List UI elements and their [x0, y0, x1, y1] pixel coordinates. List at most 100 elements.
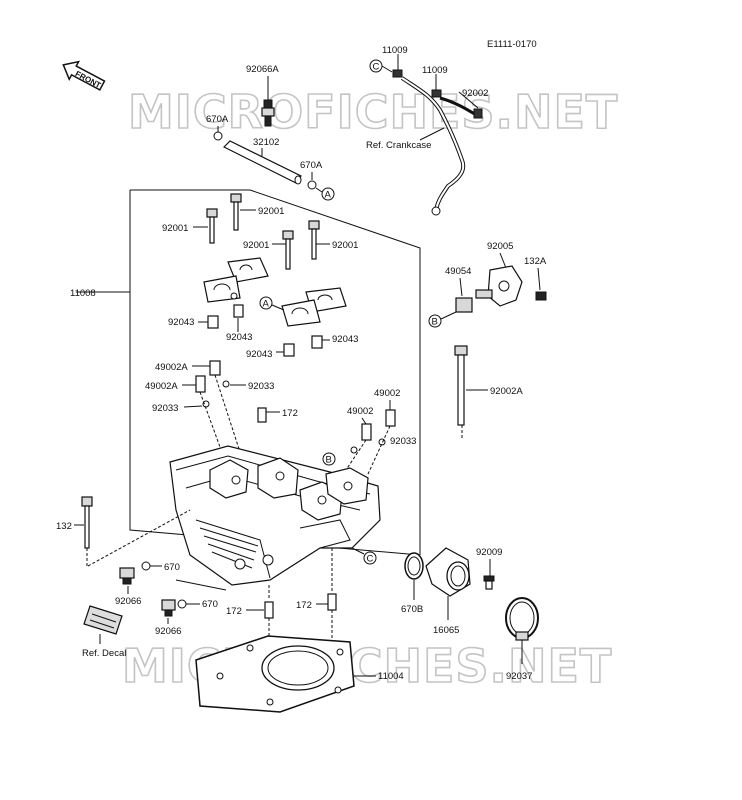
plug-92066-a: [119, 567, 135, 585]
label-132a: 132A: [524, 256, 547, 267]
banjo-bolt-icon-2: [431, 89, 442, 98]
callout-c-circle-icon-2: [363, 551, 377, 565]
intake-holder-16065: [425, 547, 471, 597]
label-92043-a: 92043: [168, 317, 194, 328]
callout-b-head: B: [326, 455, 332, 466]
plug-92066-b: [161, 599, 176, 617]
switch-sensor: [261, 99, 275, 127]
dowel-92043-b: [233, 304, 244, 318]
seal-92033-icon-2: [202, 400, 210, 408]
callout-a-mid: A: [263, 299, 270, 310]
stud-172-c: [327, 593, 337, 611]
label-11009-a: 11009: [382, 45, 408, 56]
seal-92033-icon: [222, 380, 230, 388]
label-92001-d: 92001: [332, 240, 358, 251]
dowel-92043-a: [207, 315, 219, 329]
label-49002-a: 49002: [374, 388, 400, 399]
tensioner-assembly: [455, 265, 547, 313]
label-92005: 92005: [487, 241, 513, 252]
label-92033-c: 92033: [390, 436, 416, 447]
label-92033-a: 92033: [248, 381, 274, 392]
label-92043-c: 92043: [246, 349, 272, 360]
bolt-132a-icon: [535, 291, 547, 301]
bolt-92001-c: [282, 230, 294, 270]
dowel-92043-c: [283, 343, 295, 357]
decal-plate: [83, 605, 123, 635]
label-132: 132: [56, 521, 72, 532]
label-670a-a: 670A: [206, 114, 229, 125]
screw-92009: [483, 575, 495, 590]
label-172-a: 172: [282, 408, 298, 419]
label-92037: 92037: [506, 671, 532, 682]
label-670b: 670B: [401, 604, 423, 615]
callout-a-circle-icon-2: [259, 296, 273, 310]
bolt-92001-b: [230, 193, 242, 231]
callout-c-head: C: [367, 554, 374, 565]
callout-b-circle-icon: [428, 314, 442, 328]
label-92043-d: 92043: [332, 334, 358, 345]
label-92002a: 92002A: [490, 386, 523, 397]
callout-b-circle-icon-2: [322, 452, 336, 466]
label-49002a-b: 49002A: [145, 381, 178, 392]
label-ref-decal: Ref. Decal: [82, 648, 126, 659]
pipe-bolt-icon: [473, 108, 483, 119]
diagram-code: E1111-0170: [487, 39, 537, 50]
label-670a-b: 670A: [300, 160, 323, 171]
valve-guide-49002a-2: [195, 375, 206, 393]
callout-a-top: A: [325, 190, 332, 201]
label-92033-b: 92033: [152, 403, 178, 414]
label-92066a: 92066A: [246, 64, 279, 75]
label-92001-c: 92001: [243, 240, 269, 251]
cam-cap-1: [227, 257, 269, 283]
label-670-b: 670: [202, 599, 218, 610]
banjo-bolt-icon: [392, 69, 403, 78]
o-ring-670a-icon: [213, 131, 223, 141]
label-92066-a: 92066: [115, 596, 141, 607]
label-ref-crankcase: Ref. Crankcase: [366, 140, 431, 151]
label-670-a: 670: [164, 562, 180, 573]
label-49002a-a: 49002A: [155, 362, 188, 373]
dowel-92043-d: [311, 335, 323, 349]
label-92043-b: 92043: [226, 332, 252, 343]
label-11009-b: 11009: [422, 65, 448, 76]
bolt-92001-a: [206, 208, 218, 244]
bolt-132: [81, 496, 93, 549]
label-92001-b: 92001: [258, 206, 284, 217]
seal-92033-icon-4: [350, 446, 358, 454]
callout-a-circle-icon: [321, 187, 335, 201]
front-arrow-icon: FRONT: [62, 60, 106, 91]
o-ring-670-icon: [141, 561, 151, 571]
oil-pipe-assembly: C: [369, 54, 483, 216]
o-ring-670a-icon-2: [307, 180, 317, 190]
label-172-b: 172: [226, 606, 242, 617]
label-11008: 11008: [70, 288, 96, 299]
callout-c-top: C: [373, 62, 380, 73]
label-32102: 32102: [253, 137, 279, 148]
watermark-bottom: MICROFICHES.NET: [122, 639, 612, 693]
label-49054: 49054: [445, 266, 471, 277]
cam-cap-4: [281, 299, 321, 327]
assembly-bracket-right: [130, 189, 421, 555]
tensioner-plug-icon: [455, 297, 473, 313]
callout-b-right: B: [432, 317, 438, 328]
valve-guide-49002a: [209, 360, 221, 376]
cylinder-head: [169, 445, 381, 586]
o-ring-670-icon-2: [177, 599, 187, 609]
label-92009: 92009: [476, 547, 502, 558]
bolt-92002a: [454, 345, 468, 426]
cam-cap-2: [203, 275, 241, 303]
label-49002-b: 49002: [347, 406, 373, 417]
label-172-c: 172: [296, 600, 312, 611]
clamp-92037: [505, 597, 539, 641]
head-gasket: [195, 635, 355, 713]
breather-tube: [222, 140, 302, 185]
stud-172-a: [257, 407, 267, 423]
label-16065: 16065: [433, 625, 459, 636]
valve-guide-49002: [385, 409, 396, 427]
label-92066-b: 92066: [155, 626, 181, 637]
bolt-92001-d: [308, 220, 320, 260]
watermark-top: MICROFICHES.NET: [128, 85, 618, 139]
label-92001-a: 92001: [162, 223, 188, 234]
valve-guide-49002-2: [361, 423, 372, 441]
